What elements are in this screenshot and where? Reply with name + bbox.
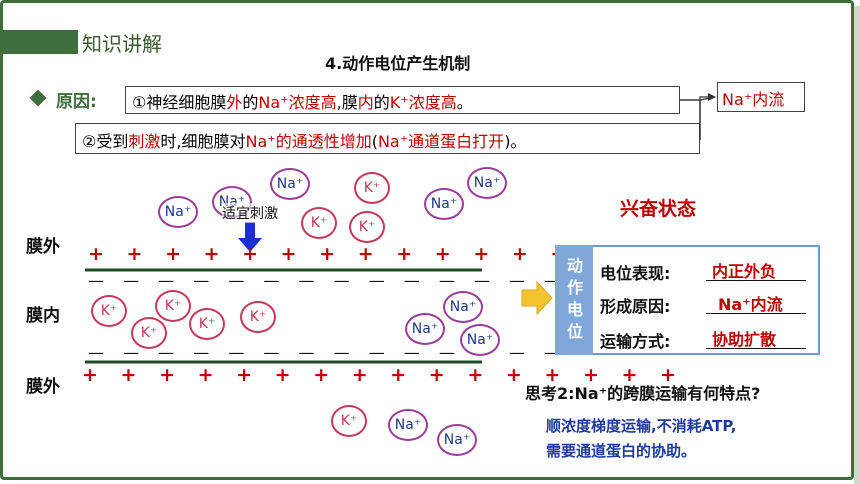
k-ion: K⁺ bbox=[155, 290, 191, 322]
outside-label-top: 膜外 bbox=[26, 237, 60, 257]
thinking-answer-line-1: 顺浓度梯度运输,不消耗ATP, bbox=[546, 417, 737, 435]
reason-1-part: ①神经细胞膜 bbox=[132, 93, 227, 112]
stimulus-label: 适宜刺激 bbox=[222, 203, 278, 223]
reason-2-stimulus: 刺激 bbox=[128, 132, 161, 151]
thinking-answer-line-2: 需要通道蛋白的协助。 bbox=[546, 442, 697, 460]
panel-row-value: 协助扩散 bbox=[712, 330, 777, 349]
panel-row-value: 内正外负 bbox=[712, 262, 777, 281]
reason-2-part: 时,细胞膜对 bbox=[160, 132, 246, 151]
k-ion: K⁺ bbox=[349, 211, 385, 243]
na-ion: Na⁺ bbox=[460, 324, 500, 356]
na-ion: Na⁺ bbox=[405, 313, 445, 345]
reason-2-part: ②受到 bbox=[82, 132, 129, 151]
k-ion: K⁺ bbox=[240, 301, 276, 333]
k-ion: K⁺ bbox=[354, 172, 390, 204]
panel-side-bar bbox=[555, 245, 593, 355]
slide-title: 4.动作电位产生机制 bbox=[325, 54, 471, 73]
k-ion: K⁺ bbox=[331, 405, 367, 437]
plus-charges-bottom: + + + + + + + + + + + + + + + + bbox=[82, 364, 684, 386]
reason-1-inside: 内 bbox=[357, 93, 374, 112]
reason-2-part: )。 bbox=[504, 132, 527, 151]
na-ion: Na⁺ bbox=[270, 168, 310, 200]
reason-1-part: 的 bbox=[242, 93, 259, 112]
reason-1-part: 。 bbox=[456, 93, 473, 112]
section-title: 知识讲解 bbox=[82, 32, 162, 56]
reason-2-permeability: Na⁺的通透性增加 bbox=[245, 132, 372, 151]
minus-charges-bottom: — — — — — — — — — — — — — — — — — bbox=[88, 343, 673, 362]
panel-side-label: 动作电位 bbox=[566, 256, 583, 341]
panel-row-label: 电位表现: bbox=[600, 264, 671, 283]
k-ion: K⁺ bbox=[91, 295, 127, 327]
reason-1-na-high: Na⁺浓度高 bbox=[258, 93, 337, 112]
outside-label-bottom: 膜外 bbox=[26, 377, 60, 397]
reason-1-part: ,膜 bbox=[336, 93, 358, 112]
reason-2-channel: Na⁺通道蛋白打开 bbox=[377, 132, 505, 151]
inside-label: 膜内 bbox=[26, 306, 60, 326]
reason-1-k-high: K⁺浓度高 bbox=[389, 93, 457, 112]
panel-row-label: 形成原因: bbox=[600, 297, 671, 316]
answer-underline bbox=[706, 313, 806, 314]
reason-line-2: ②受到刺激时,细胞膜对Na⁺的通透性增加(Na⁺通道蛋白打开)。 bbox=[75, 123, 700, 154]
k-ion: K⁺ bbox=[189, 308, 225, 340]
result-box: Na⁺内流 bbox=[717, 82, 805, 112]
reason-line-1: ①神经细胞膜外的Na⁺浓度高,膜内的K⁺浓度高。 bbox=[125, 86, 680, 114]
minus-charges-top: — — — — — — — — — — — — — — — — bbox=[88, 271, 638, 290]
action-potential-panel bbox=[555, 245, 820, 355]
section-bar bbox=[0, 30, 78, 54]
answer-underline bbox=[706, 348, 806, 349]
panel-row-label: 运输方式: bbox=[600, 332, 671, 351]
answer-underline bbox=[706, 280, 806, 281]
na-ion: Na⁺ bbox=[467, 167, 507, 199]
frame-shadow bbox=[854, 6, 860, 484]
reason-label: 原因: bbox=[56, 92, 97, 112]
na-ion: Na⁺ bbox=[443, 291, 483, 323]
reason-1-part: 的 bbox=[373, 93, 390, 112]
plus-charges-top: + + + + + + + + + + + + + + + + bbox=[88, 243, 690, 265]
na-ion: Na⁺ bbox=[424, 188, 464, 220]
thinking-question: 思考2:Na⁺的跨膜运输有何特点? bbox=[525, 384, 761, 403]
excited-state-title: 兴奋状态 bbox=[620, 198, 697, 220]
na-ion: Na⁺ bbox=[388, 409, 428, 441]
k-ion: K⁺ bbox=[131, 317, 167, 349]
panel-row-value: Na⁺内流 bbox=[718, 295, 783, 314]
reason-2-part: ( bbox=[371, 132, 378, 151]
k-ion: K⁺ bbox=[301, 207, 337, 239]
na-ion: Na⁺ bbox=[158, 196, 198, 228]
na-ion: Na⁺ bbox=[437, 424, 477, 456]
reason-1-outside: 外 bbox=[226, 93, 243, 112]
